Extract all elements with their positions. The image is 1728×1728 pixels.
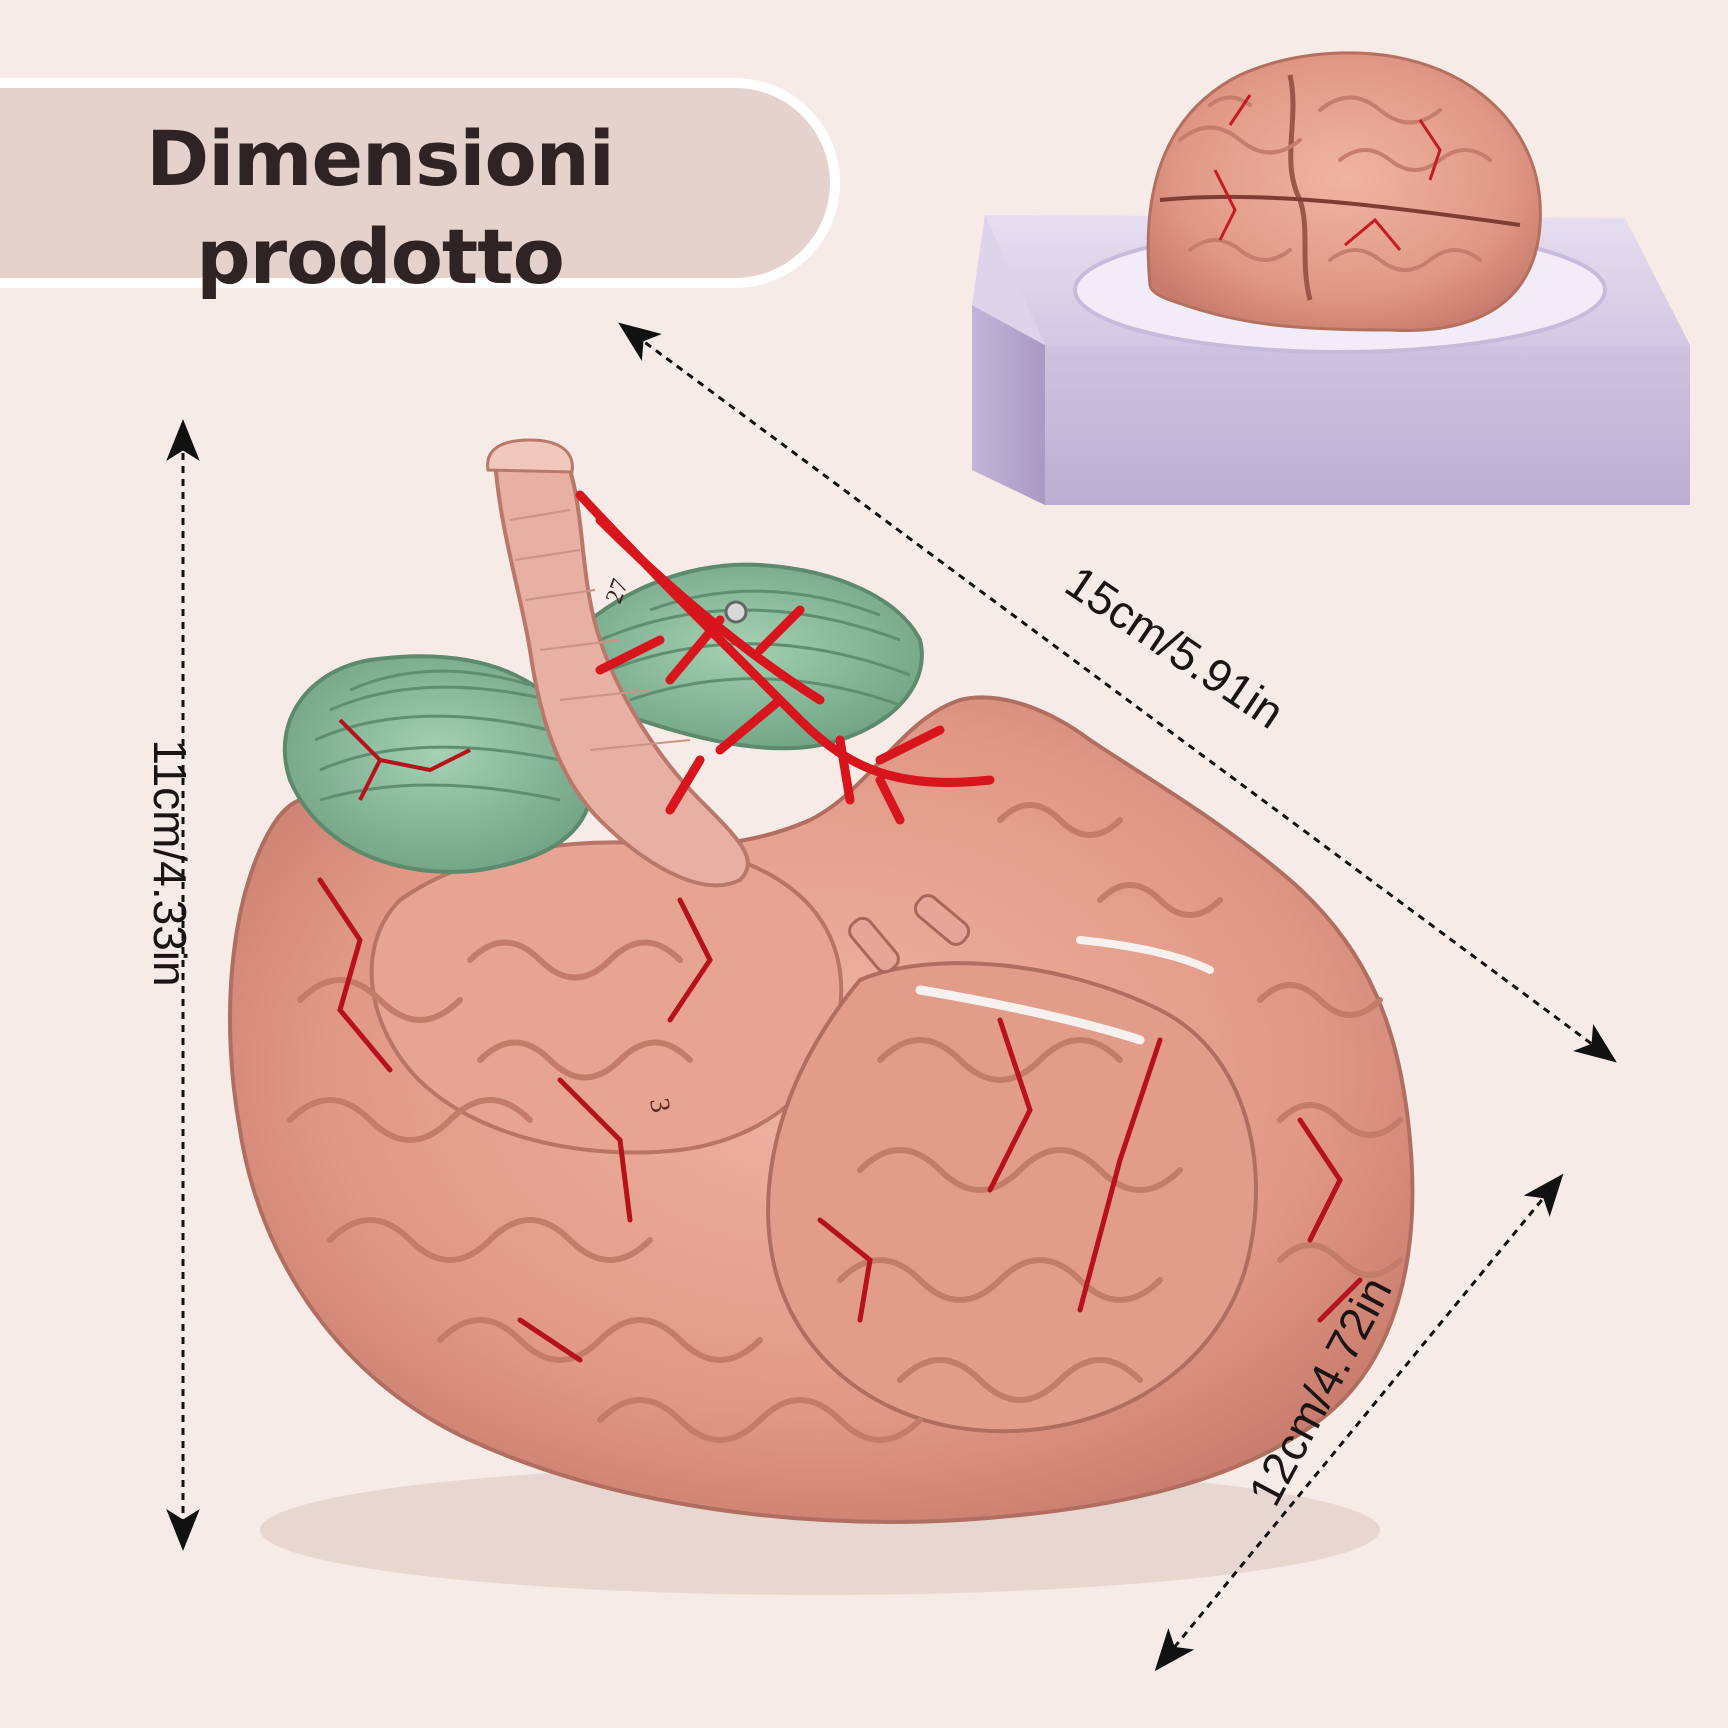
model-number-label: 3 xyxy=(643,1096,676,1115)
inset-brain-on-stand xyxy=(972,51,1690,505)
inset-brain xyxy=(1146,51,1542,332)
cerebellum-arteries xyxy=(338,718,471,801)
spinal-cord-top xyxy=(486,438,574,474)
page-title: Dimensioni prodotto xyxy=(120,110,640,306)
frontal-lobe xyxy=(766,961,1258,1434)
model-pin xyxy=(724,600,748,624)
stand-left-face xyxy=(972,215,1045,345)
depth-arrow xyxy=(1154,1173,1564,1672)
inset-brain-arteries xyxy=(1213,94,1442,251)
stand-front-face-main xyxy=(1045,345,1690,505)
title-line-2: prodotto xyxy=(196,212,565,301)
height-dimension-label: 11cm/4.33in xyxy=(144,739,196,987)
title-line-1: Dimensioni xyxy=(146,114,615,203)
main-brain-model: 3 27 xyxy=(228,438,1415,1595)
title-banner xyxy=(0,78,840,288)
inset-brain-gyri xyxy=(1178,95,1492,272)
inset-brain-lobe-split xyxy=(1159,194,1521,227)
width-arrow xyxy=(618,322,1617,1063)
